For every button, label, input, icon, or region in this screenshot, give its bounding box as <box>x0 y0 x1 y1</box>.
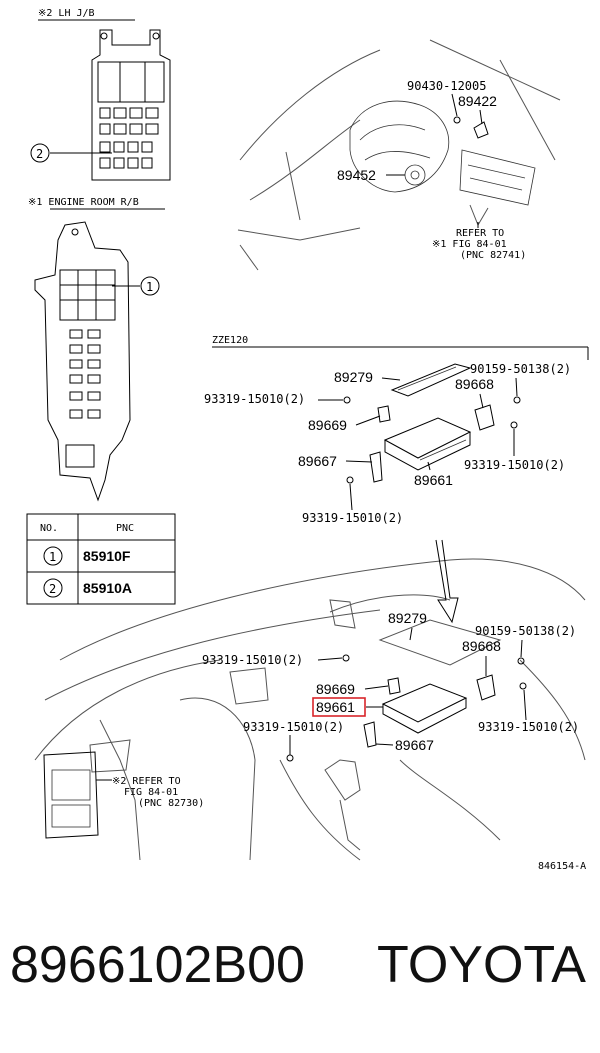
footer: 8966102B00 TOYOTA <box>0 935 600 1005</box>
dash-label-93319-15010-b: 93319-15010(2) <box>243 720 344 734</box>
zze120-header: ZZE120 <box>212 335 248 346</box>
brand-name: TOYOTA <box>377 936 586 994</box>
zze-label-89669: 89669 <box>308 417 347 433</box>
dash-label-89668: 89668 <box>462 638 501 654</box>
dash-label-93319-15010-a: 93319-15010(2) <box>202 653 303 667</box>
dash-label-89661-highlighted: 89661 <box>316 699 355 715</box>
zze-label-89661: 89661 <box>414 472 453 488</box>
engine-room-rb-header: ※1 ENGINE ROOM R/B <box>28 197 139 208</box>
pnc-row-2-pnc: 85910A <box>83 580 132 596</box>
callout-1-circle <box>140 276 160 296</box>
zze-label-89667: 89667 <box>298 453 337 469</box>
engine-bay-illustration <box>237 39 561 271</box>
callout-1-label: 1 <box>146 280 153 294</box>
dash-label-90159-50138: 90159-50138(2) <box>475 624 576 638</box>
zze-label-90159-50138: 90159-50138(2) <box>470 362 571 376</box>
callout-2-label: 2 <box>36 147 43 161</box>
engine-room-relay-block-illustration <box>34 221 131 502</box>
diagram-code: 846154-A <box>538 861 586 872</box>
zze-label-93319-15010-b: 93319-15010(2) <box>464 458 565 472</box>
label-89452: 89452 <box>337 167 376 183</box>
refer-to-1-line1: REFER TO <box>456 228 504 239</box>
pnc-table-header-no: NO. <box>40 523 58 534</box>
pnc-table: NO. PNC 1 85910F 2 85910A <box>26 513 176 605</box>
lh-jb-header: ※2 LH J/B <box>38 8 95 19</box>
zze-label-89668: 89668 <box>455 376 494 392</box>
callout-2-circle <box>30 143 50 163</box>
dash-label-89669: 89669 <box>316 681 355 697</box>
pnc-row-2-no: 2 <box>49 582 56 596</box>
parts-diagram: ※2 LH J/B 2 ※1 ENGINE ROOM R/B <box>26 8 589 872</box>
zze-label-89279: 89279 <box>334 369 373 385</box>
refer-to-1-line2: ※1 FIG 84-01 <box>432 239 507 250</box>
dash-label-93319-15010-c: 93319-15010(2) <box>478 720 579 734</box>
pnc-row-1-pnc: 85910F <box>83 548 131 564</box>
zze-label-93319-15010-c: 93319-15010(2) <box>302 511 403 525</box>
label-89422: 89422 <box>458 93 497 109</box>
zze-label-93319-15010-a: 93319-15010(2) <box>204 392 305 406</box>
dashboard-illustration <box>34 539 586 861</box>
part-number: 8966102B00 <box>10 936 305 994</box>
highlighted-part-box <box>312 697 366 717</box>
label-90430-12005: 90430-12005 <box>407 79 486 93</box>
refer-to-1-line3: (PNC 82741) <box>460 250 526 261</box>
lh-junction-block-illustration <box>91 29 171 181</box>
zze120-ecu-assembly <box>343 363 521 484</box>
dash-label-89667: 89667 <box>395 737 434 753</box>
refer-to-2-line1: ※2 REFER TO <box>112 776 181 787</box>
pnc-table-header-pnc: PNC <box>116 523 134 534</box>
pnc-row-1-no: 1 <box>49 550 56 564</box>
refer-to-2-line3: (PNC 82730) <box>138 798 204 809</box>
dash-label-89279: 89279 <box>388 610 427 626</box>
refer-to-2-line2: FIG 84-01 <box>124 787 178 798</box>
